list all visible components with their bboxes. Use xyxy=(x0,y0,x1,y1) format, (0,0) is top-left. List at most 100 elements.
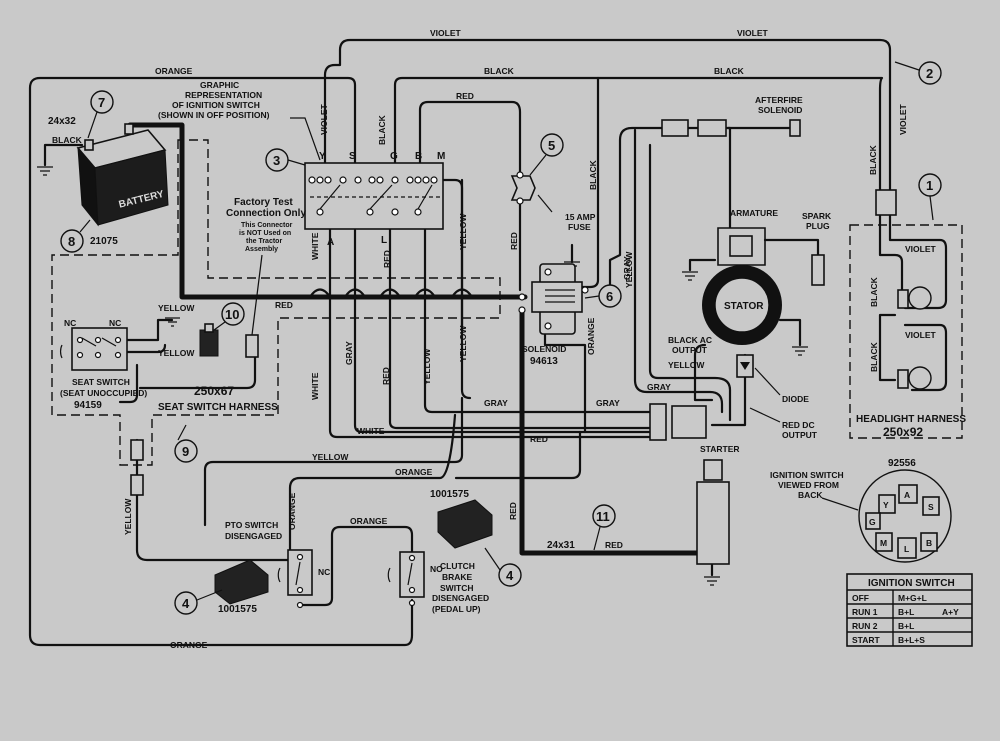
ign-back-part: 92556 xyxy=(888,458,916,469)
wire-label: BLACK xyxy=(588,159,598,190)
factory-test-title1: Factory Test xyxy=(234,197,293,208)
ign-back-m: M xyxy=(880,538,887,548)
factory-test-connector xyxy=(245,334,259,358)
starter-cable: 24x31 xyxy=(547,540,575,551)
diode xyxy=(736,354,754,378)
engine-connector-top xyxy=(661,119,801,137)
solenoid xyxy=(518,263,589,335)
ign-term-a: A xyxy=(327,237,334,248)
wire-label: VIOLET xyxy=(430,28,462,38)
solenoid-label: SOLENOID xyxy=(522,344,566,354)
wire-label: BLACK xyxy=(377,114,387,145)
callout-4b: 4 xyxy=(506,568,514,583)
callout-7: 7 xyxy=(98,95,105,110)
seat-nc-2: NC xyxy=(109,318,121,328)
afterfire-line2: SOLENOID xyxy=(758,105,802,115)
wire-label: RED xyxy=(530,434,548,444)
wire-label: GRAY xyxy=(596,398,620,408)
headlight-violet-1: VIOLET xyxy=(905,244,937,254)
seat-switch-state: (SEAT UNOCCUPIED) xyxy=(60,388,147,398)
wire-label: VIOLET xyxy=(737,28,769,38)
wire-label: BLACK xyxy=(714,66,745,76)
wire-label: RED xyxy=(275,300,293,310)
clutch-line1: CLUTCH xyxy=(440,561,475,571)
wire-label: RED xyxy=(509,232,519,250)
ignition-switch-back xyxy=(858,469,952,563)
armature xyxy=(717,227,825,286)
starter-red: RED xyxy=(605,540,623,550)
wire-label: YELLOW xyxy=(458,213,468,250)
headlight-part: 250x92 xyxy=(883,425,923,439)
ign-back-a: A xyxy=(904,490,910,500)
ignition-switch-graphic xyxy=(304,162,444,230)
wire-label: WHITE xyxy=(357,426,385,436)
wire-label: RED xyxy=(382,250,392,268)
stator xyxy=(702,265,782,345)
ign-table-pos-3: START xyxy=(852,635,881,645)
ign-graphic-line4: (SHOWN IN OFF POSITION) xyxy=(158,110,270,120)
ign-table-pos-1: RUN 1 xyxy=(852,607,878,617)
pto-switch xyxy=(214,549,313,609)
main-cables xyxy=(127,122,703,556)
battery: BATTERY xyxy=(76,123,169,227)
harness-connector xyxy=(649,403,707,441)
clutch-part: 1001575 xyxy=(430,489,469,500)
pto-line2: DISENGAGED xyxy=(225,531,282,541)
wire-label: GRAY xyxy=(647,382,671,392)
armature-label: ARMATURE xyxy=(730,208,778,218)
ign-term-l: L xyxy=(381,235,387,246)
seat-harness-title: SEAT SWITCH HARNESS xyxy=(158,402,278,413)
ign-table-conn-1: B+L xyxy=(898,607,914,617)
factory-test-note2: is NOT Used on xyxy=(239,230,291,237)
diode-label: DIODE xyxy=(782,394,809,404)
ign-table-pos-0: OFF xyxy=(852,593,869,603)
ign-back-line1: IGNITION SWITCH xyxy=(770,470,844,480)
ign-graphic-line1: GRAPHIC xyxy=(200,80,239,90)
wire-label: BLACK xyxy=(868,144,878,175)
seat-harness-part: 250x67 xyxy=(194,384,234,398)
ign-back-line3: BACK xyxy=(798,490,823,500)
wire-label: GRAY xyxy=(622,256,632,280)
stator-label: STATOR xyxy=(724,301,764,312)
wire-label: WHITE xyxy=(310,372,320,400)
wire-label: ORANGE xyxy=(586,317,596,355)
ign-table-conn-0: M+G+L xyxy=(898,593,927,603)
wire-label: GRAY xyxy=(484,398,508,408)
ignition-table xyxy=(846,573,973,647)
harness-outlines xyxy=(51,139,963,466)
ign-graphic-line2: REPRESENTATION xyxy=(185,90,262,100)
callout-5: 5 xyxy=(548,138,555,153)
wire-label: VIOLET xyxy=(319,103,329,135)
ign-back-l: L xyxy=(904,544,909,554)
ign-back-b: B xyxy=(926,538,932,548)
headlight-title: HEADLIGHT HARNESS xyxy=(856,414,966,425)
clutch-line4: DISENGAGED xyxy=(432,593,489,603)
wire-label: YELLOW xyxy=(668,360,705,370)
battery-part-label: 21075 xyxy=(90,236,118,247)
spark-plug-line1: SPARK xyxy=(802,211,832,221)
clutch-no: NO xyxy=(430,564,443,574)
callout-6: 6 xyxy=(606,289,613,304)
wire-label: YELLOW xyxy=(312,452,349,462)
seat-nc-1: NC xyxy=(64,318,76,328)
wire-labels: VIOLET VIOLET ORANGE BLACK BLACK RED RED… xyxy=(123,28,908,650)
wire-label: ORANGE xyxy=(395,467,433,477)
seat-switch xyxy=(59,327,128,371)
ign-term-s: S xyxy=(349,151,356,162)
clutch-line5: (PEDAL UP) xyxy=(432,604,481,614)
starter-label: STARTER xyxy=(700,444,740,454)
pto-part: 1001575 xyxy=(218,604,257,615)
callout-3: 3 xyxy=(273,153,280,168)
seat-switch-title: SEAT SWITCH xyxy=(72,377,130,387)
factory-test-title2: Connection Only xyxy=(226,208,306,219)
starter xyxy=(696,459,730,565)
ign-table-title: IGNITION SWITCH xyxy=(868,578,955,589)
factory-test-note4: Assembly xyxy=(245,246,278,253)
wire-label: ORANGE xyxy=(350,516,388,526)
ign-table-conn-3: B+L+S xyxy=(898,635,925,645)
headlight-harness xyxy=(875,189,932,390)
callout-4a: 4 xyxy=(182,596,190,611)
battery-black-label: BLACK xyxy=(52,135,83,145)
headlight-black-1: BLACK xyxy=(869,276,879,307)
seat-harness-connector-2 xyxy=(130,474,144,496)
